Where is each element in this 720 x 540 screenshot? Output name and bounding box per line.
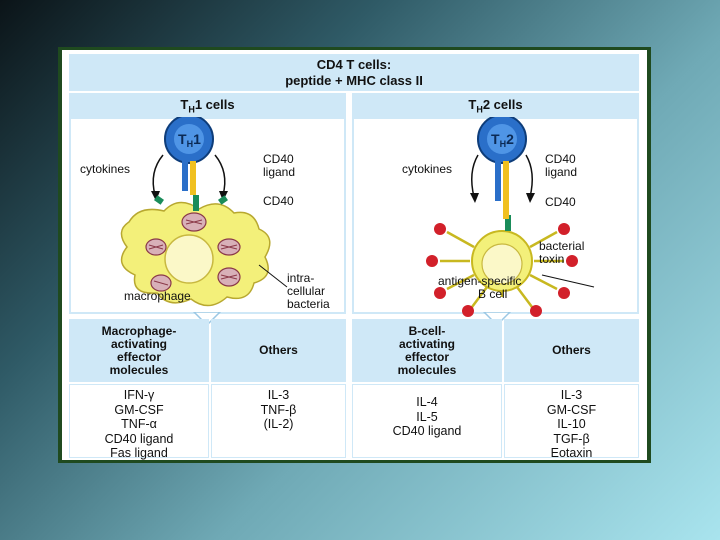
th2-effector-header-line-1: B-cell- [398,325,457,338]
th1-heading-text: 1 cells [195,97,235,112]
th1-effector-header-line-3: effector [102,351,177,364]
figure-canvas: CD4 T cells: peptide + MHC class II TH1 … [62,50,647,460]
list-item: GM-CSF [505,403,638,418]
list-item: IL-3 [505,388,638,403]
th2-effector-header: B-cell- activating effector molecules [352,319,502,382]
list-item: IL-10 [505,417,638,432]
list-item: CD40 ligand [353,424,501,439]
header-line-2: peptide + MHC class II [69,73,639,89]
th1-effector-header-line-2: activating [102,338,177,351]
cytokine-arrow-left [153,155,163,195]
th2-column-heading: TH2 cells [352,93,639,117]
th2-effector-header-line-4: molecules [398,364,457,377]
list-item: IFN-γ [70,388,208,403]
th1-others-header: Others [211,319,346,382]
cd40-ligand [182,161,188,191]
list-item: Fas ligand [70,446,208,461]
cd40-receptor [193,195,199,211]
th1-cytokines-label: cytokines [80,163,130,176]
figure-frame: CD4 T cells: peptide + MHC class II TH1 … [58,47,651,463]
list-item: (IL-2) [212,417,345,432]
th1-effector-list: IFN-γ GM-CSF TNF-α CD40 ligand Fas ligan… [69,384,209,458]
th2-cd40-ligand [495,161,501,201]
list-item: IL-3 [212,388,345,403]
bcell-label-2: B cell [478,288,507,301]
header-line-1: CD4 T cells: [69,57,639,73]
list-item: IL-5 [353,410,501,425]
toxin-label-2: toxin [539,253,564,266]
th2-others-list: IL-3 GM-CSF IL-10 TGF-β Eotaxin [504,384,639,458]
macrophage-label: macrophage [124,290,191,303]
th2-effector-header-line-3: effector [398,351,457,364]
th1-cd40-label: CD40 [263,195,294,208]
th2-cd40-label: CD40 [545,196,576,209]
tcr-receptor [190,161,196,195]
th2-effector-header-line-2: activating [398,338,457,351]
list-item: TNF-α [70,417,208,432]
th1-column-heading: TH1 cells [69,93,346,117]
list-item: IL-4 [353,395,501,410]
th1-effector-header: Macrophage- activating effector molecule… [69,319,209,382]
th2-cd40-ligand-label-2: ligand [545,166,577,179]
macrophage-nucleus [165,235,213,283]
intracellular-label-3: bacteria [287,298,330,311]
th2-tcr-receptor [503,161,509,219]
list-item: Eotaxin [505,446,638,461]
th2-cytokines-label: cytokines [402,163,452,176]
list-item: TNF-β [212,403,345,418]
cytokine-arrow-right [215,155,225,195]
th2-effector-list: IL-4 IL-5 CD40 ligand [352,384,502,458]
list-item: CD40 ligand [70,432,208,447]
list-item: TGF-β [505,432,638,447]
th1-effector-header-line-4: molecules [102,364,177,377]
figure-header: CD4 T cells: peptide + MHC class II [69,54,639,91]
th2-heading-text: 2 cells [483,97,523,112]
list-item: GM-CSF [70,403,208,418]
th2-others-header: Others [504,319,639,382]
th1-effector-header-line-1: Macrophage- [102,325,177,338]
th1-others-list: IL-3 TNF-β (IL-2) [211,384,346,458]
th1-cd40-ligand-label-2: ligand [263,166,295,179]
